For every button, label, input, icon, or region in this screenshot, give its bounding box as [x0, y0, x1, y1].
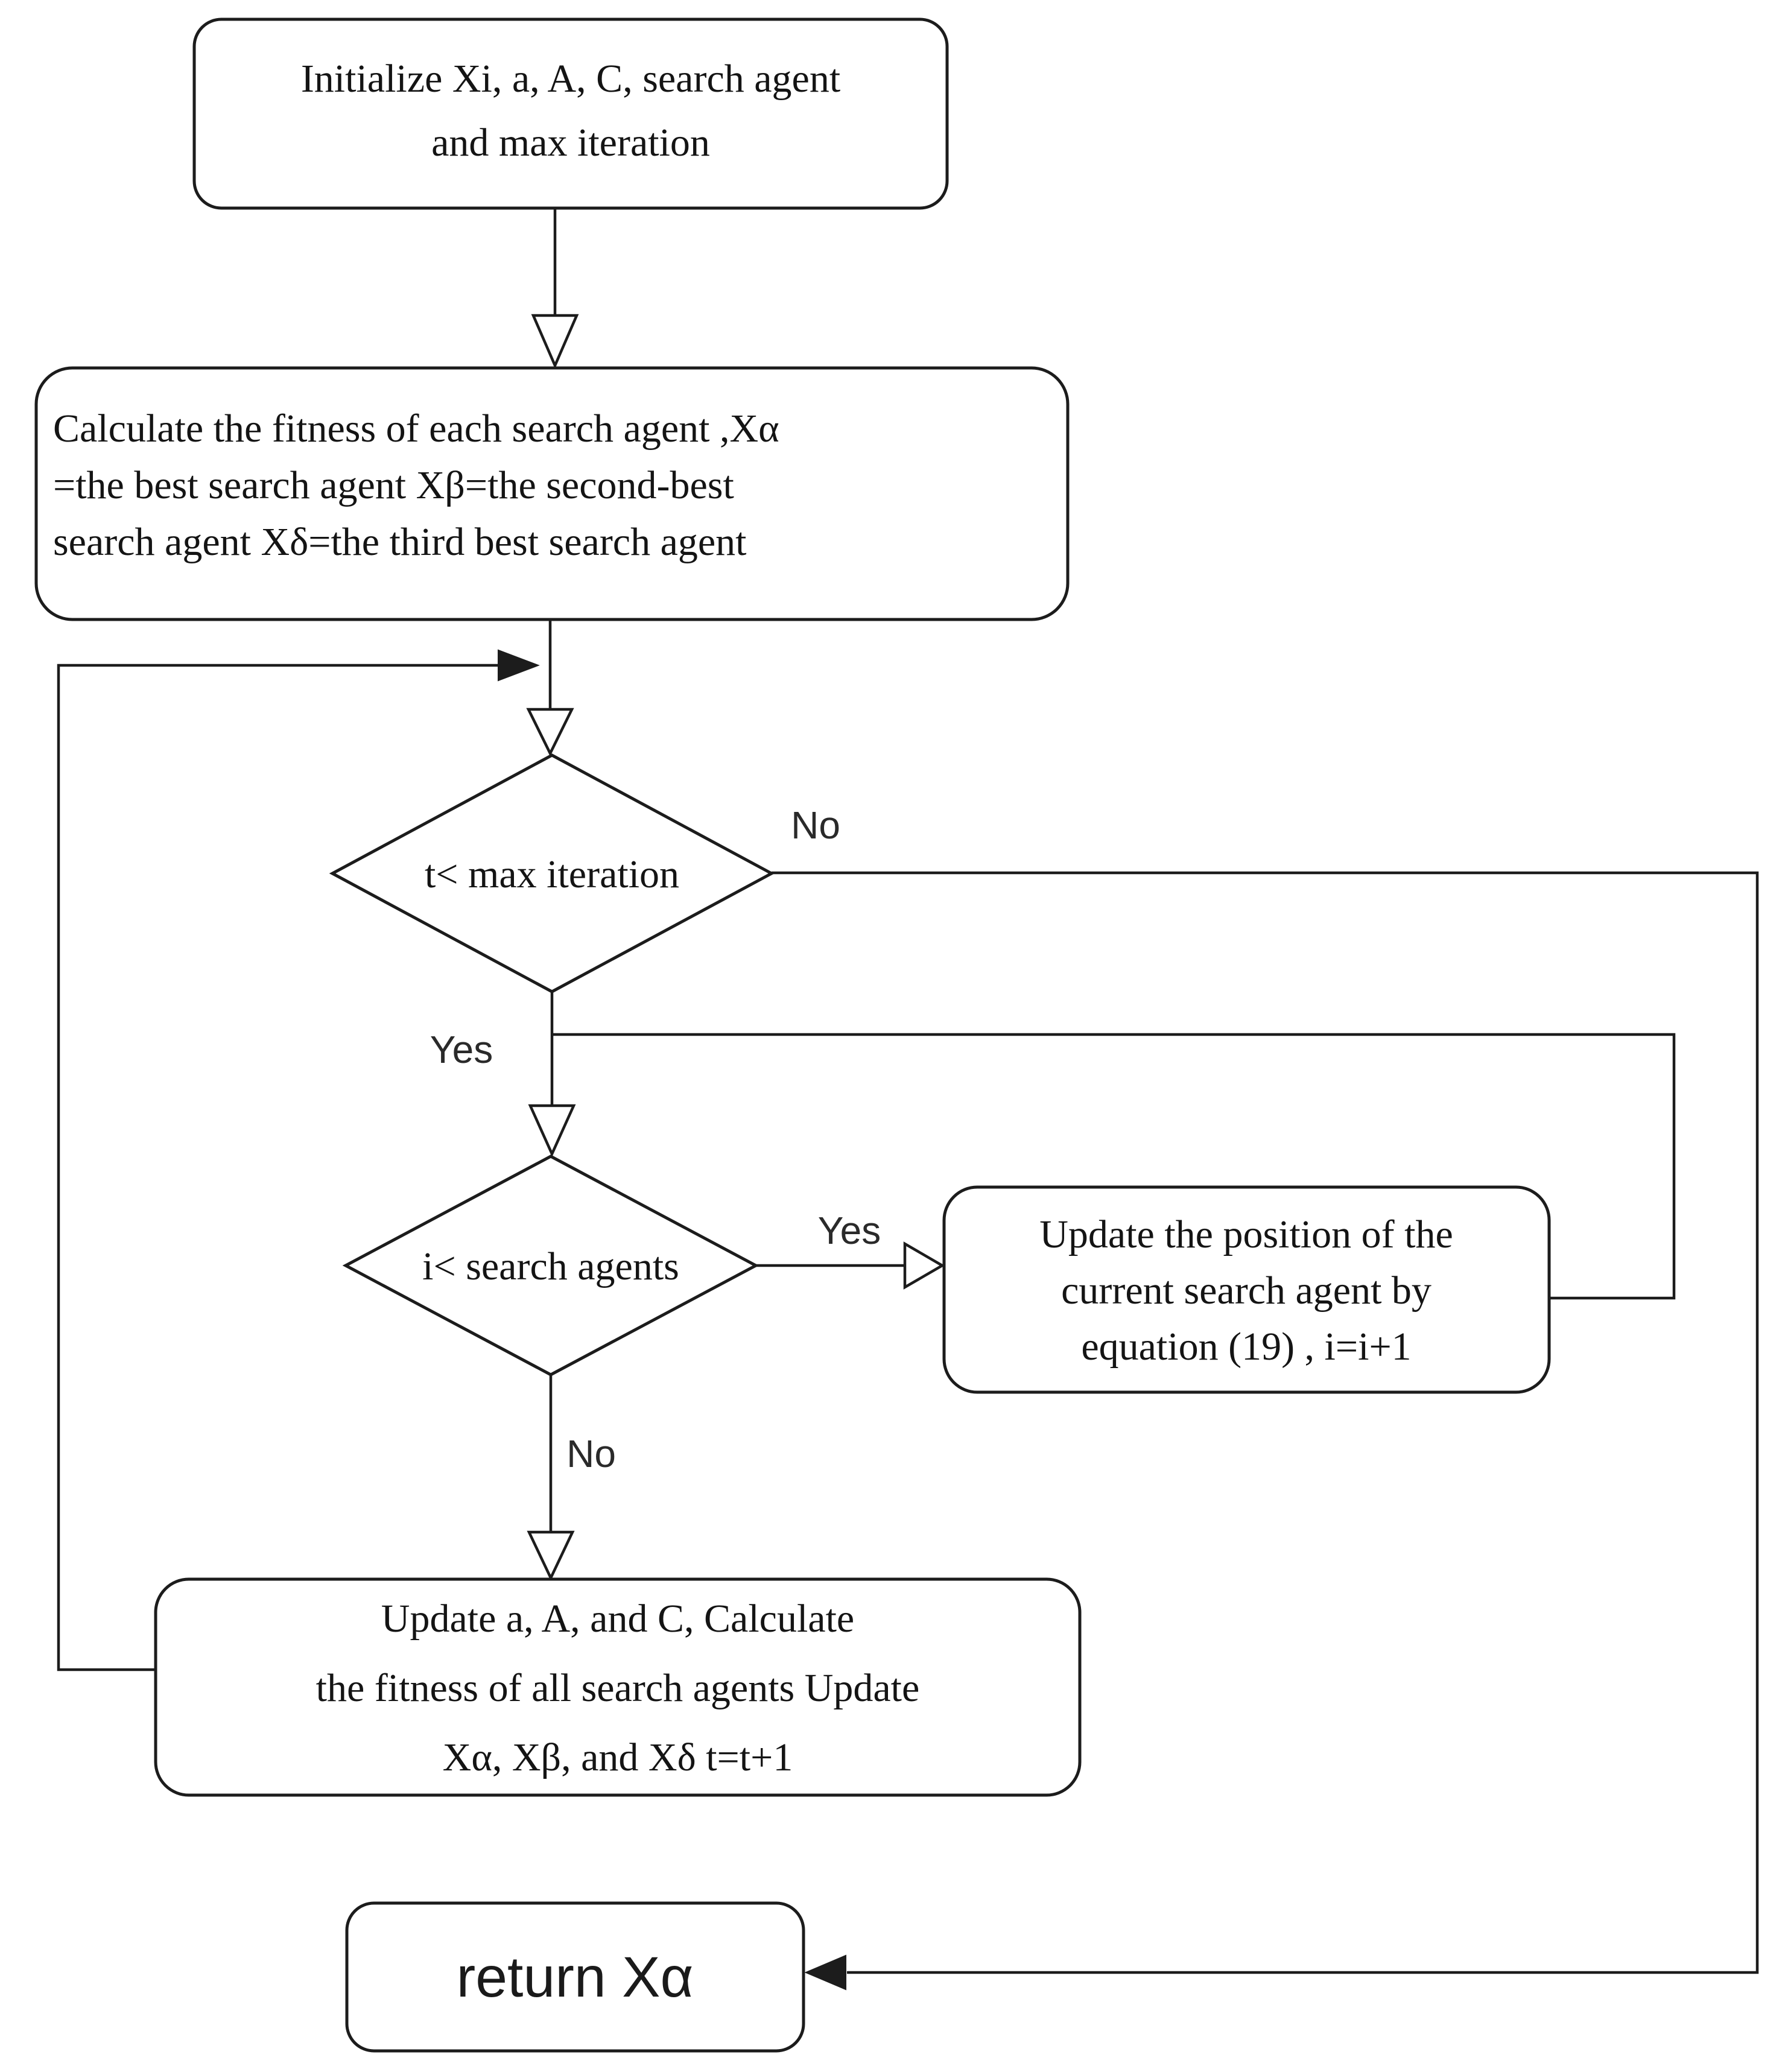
node-initialize-line1: Initialize Xi, a, A, C, search agent [301, 57, 840, 101]
node-update-params-line3: Xα, Xβ, and Xδ t=t+1 [443, 1735, 793, 1779]
label-searchagents-yes: Yes [818, 1209, 881, 1252]
node-initialize-line2: and max iteration [431, 121, 710, 165]
arrowhead-filled-left-icon [804, 1954, 846, 1991]
node-update-position-box [942, 1185, 1551, 1394]
edge-updateposition-loop-back [553, 1033, 1676, 1300]
node-update-position-line2: current search agent by [1061, 1269, 1431, 1313]
edge-maxiter-no-to-return [772, 871, 1759, 1974]
node-calc-fitness-box [34, 366, 1070, 621]
label-maxiter-no: No [791, 803, 840, 847]
edge-updateparams-feedback-loop [57, 664, 501, 1671]
edges [57, 208, 1759, 1991]
label-searchagents-no: No [566, 1432, 616, 1475]
label-maxiter-yes: Yes [430, 1028, 493, 1071]
node-update-position-line3: equation (19) , i=i+1 [1081, 1325, 1411, 1369]
arrowhead-open-down-icon [531, 314, 579, 369]
node-update-position-line1: Update the position of the [1039, 1212, 1453, 1256]
node-update-params-line1: Update a, A, and C, Calculate [381, 1597, 854, 1641]
node-search-agents-label: i< search agents [422, 1244, 679, 1288]
nodes: Initialize Xi, a, A, C, search agent and… [34, 17, 1551, 2053]
arrowhead-open-down-icon [527, 1530, 575, 1582]
arrowhead-open-down-icon [526, 708, 574, 757]
node-search-agents-decision [342, 1155, 759, 1377]
node-calc-fitness-line2: =the best search agent Xβ=the second-bes… [53, 463, 734, 507]
node-update-params-box [154, 1577, 1082, 1797]
node-calc-fitness-line1: Calculate the fitness of each search age… [53, 407, 779, 451]
node-return-label: return Xα [457, 1945, 694, 2009]
node-max-iteration-decision [329, 753, 775, 993]
node-return-box [345, 1901, 805, 2053]
node-update-params-line2: the fitness of all search agents Update [316, 1666, 920, 1710]
arrowhead-open-right-icon [903, 1241, 945, 1290]
edge-labels: No Yes Yes No [430, 803, 881, 1475]
node-calc-fitness-line3: search agent Xδ=the third best search ag… [53, 520, 747, 564]
node-initialize-box [192, 17, 949, 210]
arrowhead-open-down-icon [528, 1104, 576, 1158]
arrowhead-filled-right-icon [498, 649, 540, 682]
node-max-iteration-label: t< max iteration [425, 852, 679, 896]
